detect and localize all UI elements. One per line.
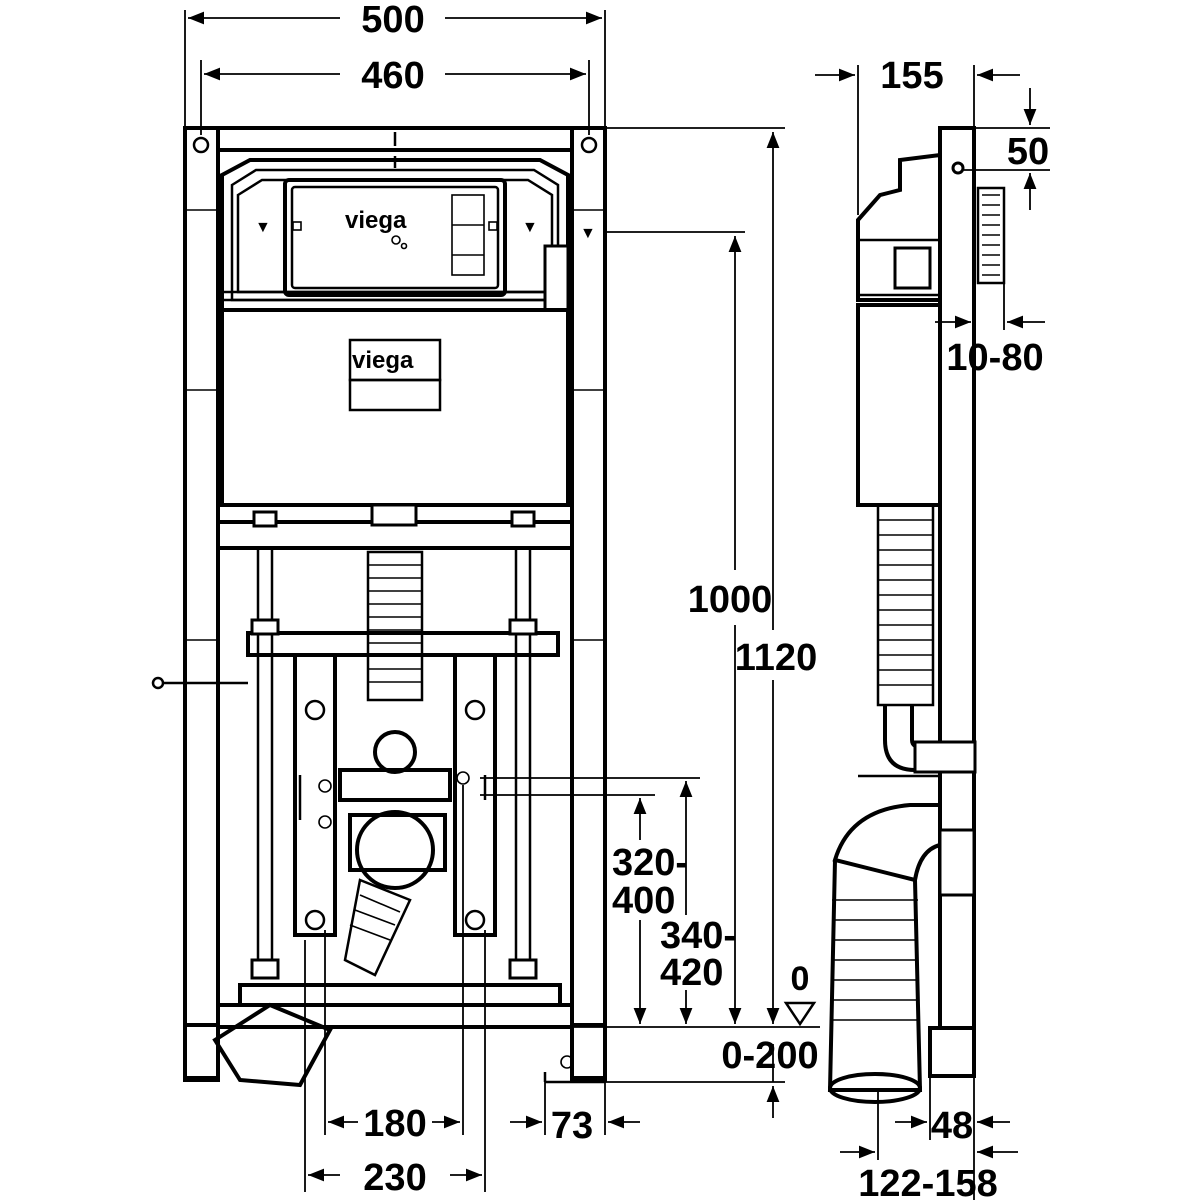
cistern-body: viega — [220, 308, 570, 507]
lower-crossbar — [246, 631, 560, 657]
drain-connection — [338, 730, 452, 977]
side-cistern — [856, 152, 1006, 507]
dim-48: 48 — [931, 1105, 973, 1147]
svg-text:▼: ▼ — [255, 219, 271, 236]
dim-height-1000: 1000 — [688, 579, 773, 621]
dim-overall-width: 500 — [361, 0, 424, 41]
side-foot — [928, 1026, 976, 1078]
dim-drain-340-line1: 340- — [660, 915, 736, 957]
dim-50: 50 — [1007, 131, 1049, 173]
dim-bolt-230: 230 — [363, 1157, 426, 1199]
threaded-rods — [250, 510, 538, 980]
side-lever — [151, 676, 248, 690]
svg-text:▼: ▼ — [580, 225, 596, 242]
front-dimensions: 500 460 1000 1120 320- 400 340- 420 0 0-… — [184, 0, 820, 1199]
frame-left-post — [183, 126, 220, 1080]
viega-logo-body: viega — [352, 347, 414, 374]
dim-foot-adjust: 0-200 — [721, 1035, 818, 1077]
floor-zero-label: 0 — [791, 960, 810, 998]
dim-drain-340-line2: 420 — [660, 952, 723, 994]
mounting-hole-left — [192, 136, 210, 154]
dim-pipe-122-158: 122-158 — [858, 1163, 997, 1200]
svg-text:▼: ▼ — [522, 219, 538, 236]
dim-bolt-180: 180 — [363, 1103, 426, 1145]
side-dimensions: 155 50 10-80 48 122-158 — [815, 55, 1050, 1200]
bottom-rail-feet — [183, 983, 607, 1088]
dim-mounting-width: 460 — [361, 55, 424, 97]
side-flush-pipe — [858, 503, 977, 778]
front-view: ▼ ▼ ▼ viega viega — [151, 126, 607, 1088]
dim-10-80: 10-80 — [946, 337, 1043, 379]
flush-plate-opening: viega — [283, 178, 507, 297]
viega-logo-top: viega — [345, 207, 407, 234]
frame-right-post — [570, 126, 607, 1080]
dim-drain-320-line1: 320- — [612, 842, 688, 884]
side-view — [827, 126, 1006, 1104]
mounting-hole-right — [580, 136, 598, 154]
dim-foot-73: 73 — [551, 1105, 593, 1147]
dim-height-1120: 1120 — [735, 637, 817, 679]
dim-drain-320-line2: 400 — [612, 880, 675, 922]
side-drain-bend — [827, 803, 976, 1104]
flush-pipe — [366, 503, 424, 702]
dim-depth-155: 155 — [880, 55, 943, 97]
